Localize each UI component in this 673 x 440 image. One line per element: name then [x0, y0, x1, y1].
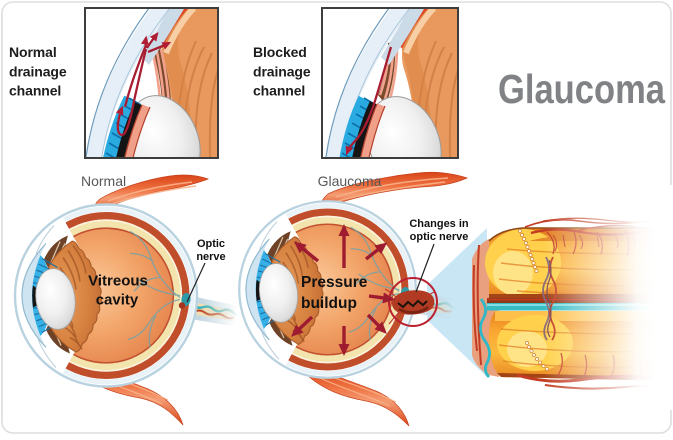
svg-text:Vitreous: Vitreous	[88, 273, 148, 290]
svg-text:optic nerve: optic nerve	[410, 231, 469, 243]
svg-text:Blocked: Blocked	[253, 44, 307, 60]
svg-text:cavity: cavity	[96, 292, 139, 309]
svg-text:drainage: drainage	[253, 63, 311, 79]
svg-text:channel: channel	[253, 83, 305, 99]
svg-text:Normal: Normal	[81, 173, 126, 189]
svg-text:Glaucoma: Glaucoma	[318, 173, 382, 189]
svg-text:Changes in: Changes in	[409, 218, 469, 230]
svg-text:buildup: buildup	[301, 295, 357, 312]
svg-text:nerve: nerve	[196, 251, 225, 263]
svg-text:Normal: Normal	[9, 44, 57, 60]
svg-text:channel: channel	[9, 83, 61, 99]
svg-text:Glaucoma: Glaucoma	[498, 66, 666, 112]
svg-text:Optic: Optic	[197, 238, 225, 250]
svg-text:drainage: drainage	[9, 63, 67, 79]
svg-text:Pressure: Pressure	[301, 274, 368, 291]
